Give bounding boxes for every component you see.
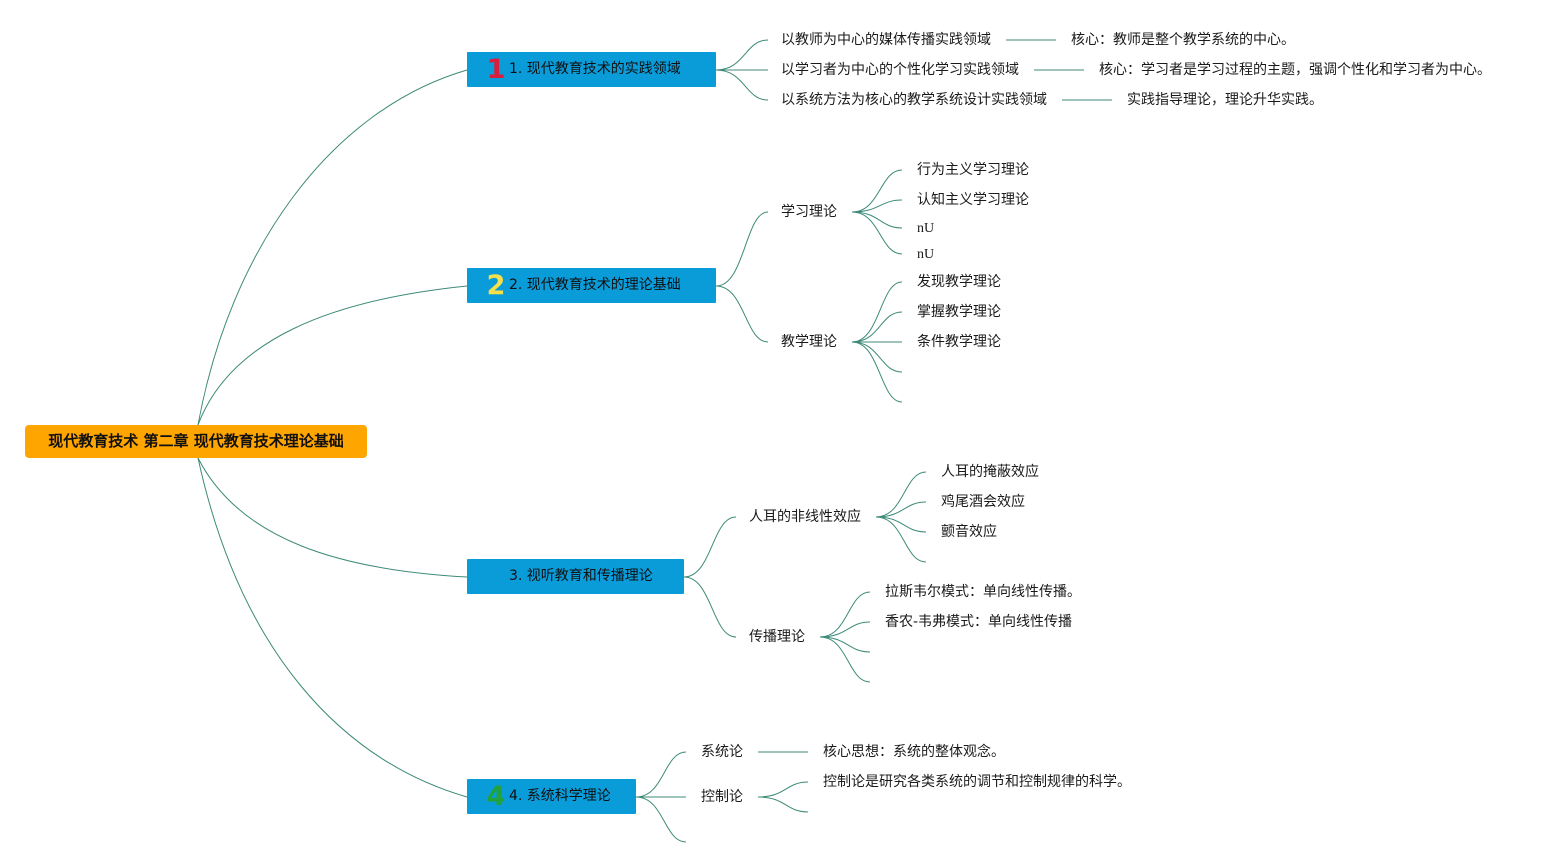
node-cognitivism[interactable]: 认知主义学习理论 [917,192,1029,208]
link-b2-c2-i5 [851,341,903,403]
link-b2-c1-i1 [851,169,903,213]
link-b4-c1 [635,751,687,798]
number-badge-4: 4 [486,781,506,812]
link-b2-c1 [715,211,769,287]
branch-label: 2. 现代教育技术的理论基础 [509,277,681,293]
node-behaviorism[interactable]: 行为主义学习理论 [917,162,1029,178]
link-b3-c1 [683,516,737,578]
node-mastery-teaching[interactable]: 掌握教学理论 [917,304,1001,320]
link-b2-c1-i4 [851,211,903,255]
link-b3-c2-i1 [819,591,871,638]
node-lasswell-model[interactable]: 拉斯韦尔模式：单向线性传播。 [885,584,1081,600]
node-shannon-weaver-model[interactable]: 香农-韦弗模式：单向线性传播 [885,614,1073,630]
link-b4-c3 [635,796,687,843]
link-root-b1 [197,69,468,426]
node-cybernetics-definition[interactable]: 控制论是研究各类系统的调节和控制规律的科学。 [823,774,1131,790]
link-b3-c1-i2 [875,501,927,518]
node-note-teacher[interactable]: 核心：教师是整个教学系统的中心。 [1071,32,1295,48]
node-learning-theory[interactable]: 学习理论 [781,204,837,220]
node-nu-2[interactable]: nU [917,247,935,262]
link-b3-c2-i4 [819,636,871,683]
node-conditions-teaching[interactable]: 条件教学理论 [917,334,1001,350]
branch-label: 4. 系统科学理论 [509,788,611,804]
link-b4-c2-i1 [757,781,809,798]
branch-label: 3. 视听教育和传播理论 [509,568,653,584]
link-b2-c2 [715,285,769,343]
node-vibrato-effect[interactable]: 颤音效应 [941,524,997,540]
node-teaching-theory[interactable]: 教学理论 [781,334,837,350]
link-b3-c2-i2 [819,621,871,638]
link-b3-c1-i1 [875,471,927,518]
link-b4-c2-i2 [757,796,809,813]
number-badge-1: 1 [486,54,506,85]
node-nu-1[interactable]: nU [917,221,935,236]
link-b3-c1-i3 [875,516,927,533]
node-note-systems[interactable]: 实践指导理论，理论升华实践。 [1127,92,1323,108]
root-topic[interactable]: 现代教育技术 第二章 现代教育技术理论基础 [25,425,367,458]
branch-audiovisual-communication[interactable]: 3. 视听教育和传播理论 [467,559,684,594]
link-b3-c1-i4 [875,516,927,563]
node-ear-nonlinear[interactable]: 人耳的非线性效应 [749,509,861,525]
node-note-learner[interactable]: 核心：学习者是学习过程的主题，强调个性化和学习者为中心。 [1099,62,1491,78]
node-systems-core-idea[interactable]: 核心思想：系统的整体观念。 [823,744,1005,760]
link-b2-c1-i3 [851,211,903,229]
link-b2-c1-i2 [851,199,903,213]
link-b2-c2-i1 [851,281,903,343]
number-badge-2: 2 [486,270,506,301]
link-b2-c2-i2 [851,311,903,343]
link-b3-c2-i3 [819,636,871,653]
node-systems-theory[interactable]: 系统论 [701,744,743,760]
node-cybernetics[interactable]: 控制论 [701,789,743,805]
branch-label: 1. 现代教育技术的实践领域 [509,61,681,77]
node-learner-centered[interactable]: 以学习者为中心的个性化学习实践领域 [781,62,1019,78]
link-b1-c1 [715,39,769,71]
link-b2-c2-i4 [851,341,903,373]
link-b1-c3 [715,69,769,101]
node-discovery-teaching[interactable]: 发现教学理论 [917,274,1001,290]
link-b3-c2 [683,576,737,638]
link-root-b4 [197,457,468,798]
node-cocktail-party[interactable]: 鸡尾酒会效应 [941,494,1025,510]
link-root-b3 [197,457,468,578]
node-teacher-centered[interactable]: 以教师为中心的媒体传播实践领域 [781,32,991,48]
node-communication-theory[interactable]: 传播理论 [749,629,805,645]
node-masking-effect[interactable]: 人耳的掩蔽效应 [941,464,1039,480]
node-systems-design[interactable]: 以系统方法为核心的教学系统设计实践领域 [781,92,1047,108]
link-root-b2 [197,285,468,426]
